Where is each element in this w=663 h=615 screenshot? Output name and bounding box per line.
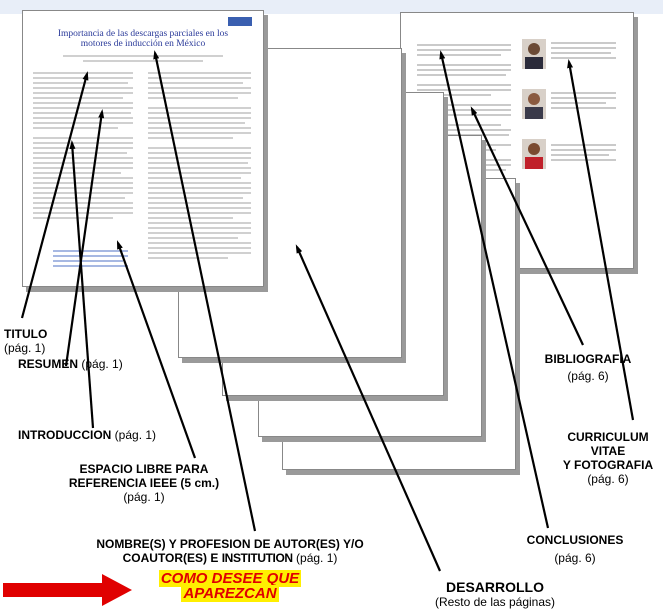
- label-conclusiones-text: CONCLUSIONES: [526, 533, 624, 547]
- label-conclusiones: CONCLUSIONES (pág. 6): [505, 533, 645, 569]
- arrow-bibliografia: [470, 106, 584, 346]
- label-bibliografia: BIBLIOGRAFIA (pág. 6): [528, 352, 648, 386]
- label-curriculum-line1: CURRICULUM: [567, 430, 649, 444]
- label-espacio-line2: REFERENCIA IEEE (5 cm.): [68, 476, 220, 490]
- callout-line2: APAREZCAN: [181, 585, 279, 602]
- label-nombre-page: (pág. 1): [296, 551, 338, 565]
- paper-title: Importancia de las descargas parciales e…: [43, 29, 243, 49]
- photo-2: [522, 89, 546, 119]
- label-resumen: RESUMEN (pág. 1): [18, 357, 168, 371]
- label-nombre-line2a: COAUTOR(ES) E: [122, 551, 219, 565]
- label-resumen-text: RESUMEN: [18, 357, 79, 371]
- red-arrow-icon: [3, 574, 132, 606]
- arrow-resumen: [64, 109, 105, 367]
- label-introduccion: INTRODUCCION (pág. 1): [18, 428, 198, 442]
- label-titulo: TITULO (pág. 1): [4, 327, 64, 355]
- paper-title-line1: Importancia de las descargas parciales e…: [57, 29, 229, 39]
- label-nombre-autores: NOMBRE(S) Y PROFESION DE AUTOR(ES) Y/O C…: [60, 537, 400, 565]
- arrow-nombre: [153, 50, 257, 532]
- page-1: Importancia de las descargas parciales e…: [22, 10, 264, 287]
- label-nombre-line2b: INSTITUTION: [221, 551, 293, 565]
- label-introduccion-page: (pág. 1): [114, 428, 157, 442]
- label-espacio-line1: ESPACIO LIBRE PARA: [79, 462, 209, 476]
- photo-1: [522, 39, 546, 69]
- label-bibliografia-text: BIBLIOGRAFIA: [544, 352, 632, 366]
- label-bibliografia-page: (pág. 6): [567, 369, 609, 383]
- header-logo: [228, 17, 252, 26]
- label-curriculum: CURRICULUM VITAE Y FOTOGRAFIA (pág. 6): [548, 430, 663, 486]
- label-titulo-text: TITULO: [4, 327, 48, 341]
- label-desarrollo-sub: (Resto de las páginas): [434, 595, 556, 609]
- label-curriculum-line2: VITAE: [590, 444, 626, 458]
- label-curriculum-page: (pág. 6): [587, 472, 629, 486]
- arrow-desarrollo: [295, 244, 442, 572]
- arrow-curriculum: [567, 59, 635, 421]
- callout-como-desee: COMO DESEE QUE APAREZCAN: [140, 570, 320, 602]
- paper-title-line2: motores de inducción en México: [80, 39, 206, 49]
- label-desarrollo-text: DESARROLLO: [446, 579, 544, 595]
- photo-3: [522, 139, 546, 169]
- label-espacio-page: (pág. 1): [123, 490, 165, 504]
- arrow-introduccion: [69, 140, 95, 429]
- label-conclusiones-page: (pág. 6): [554, 551, 596, 565]
- arrow-titulo: [20, 71, 89, 319]
- callout-line1: COMO DESEE QUE: [158, 570, 302, 587]
- label-desarrollo: DESARROLLO (Resto de las páginas): [410, 580, 580, 609]
- label-nombre-line1: NOMBRE(S) Y PROFESION DE AUTOR(ES) Y/O: [96, 537, 364, 551]
- arrow-espacio: [116, 240, 197, 459]
- label-espacio-libre: ESPACIO LIBRE PARA REFERENCIA IEEE (5 cm…: [44, 462, 244, 504]
- label-titulo-page: (pág. 1): [4, 341, 46, 355]
- label-curriculum-line3: Y FOTOGRAFIA: [562, 458, 654, 472]
- label-resumen-page: (pág. 1): [81, 357, 123, 371]
- label-introduccion-text: INTRODUCCION: [18, 428, 112, 442]
- arrow-conclusiones: [439, 50, 550, 529]
- ieee-reference-box: [53, 250, 128, 267]
